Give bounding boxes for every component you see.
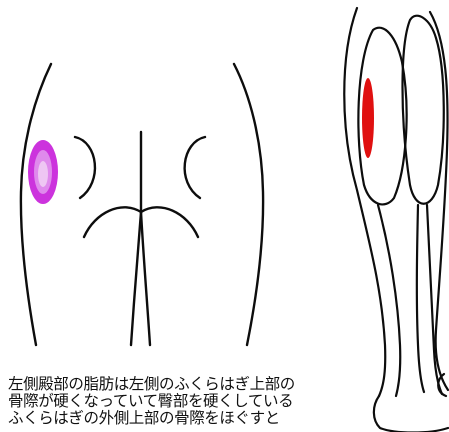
left-thigh-line	[131, 212, 141, 345]
calf-marker	[362, 78, 374, 158]
caption-line: 左側殿部の脂肪は左側のふくらはぎ上部の	[8, 376, 360, 393]
caption-line: 骨際が硬くなっていて臀部を硬くしている	[8, 393, 360, 410]
left-dimple-curve	[75, 137, 95, 198]
lower-leg-figure	[344, 8, 448, 432]
caption-text: 左側殿部の脂肪は左側のふくらはぎ上部の 骨際が硬くなっていて臀部を硬くしている …	[8, 376, 360, 432]
right-dimple-curve	[185, 137, 205, 198]
hip-marker	[28, 140, 58, 204]
inner-shin-line-right	[417, 205, 424, 392]
outer-leg-left-contour	[344, 8, 385, 396]
medial-gastrocnemius-head	[403, 16, 444, 204]
heel-curve	[374, 396, 448, 432]
achilles-tendon-line	[427, 205, 442, 394]
left-hip-outline	[21, 64, 51, 345]
buttocks-figure	[21, 64, 263, 345]
right-thigh-line	[141, 212, 150, 345]
right-hip-outline	[234, 64, 263, 345]
caption-line: ふくらはぎの外側上部の骨際をほぐすと	[8, 410, 360, 427]
